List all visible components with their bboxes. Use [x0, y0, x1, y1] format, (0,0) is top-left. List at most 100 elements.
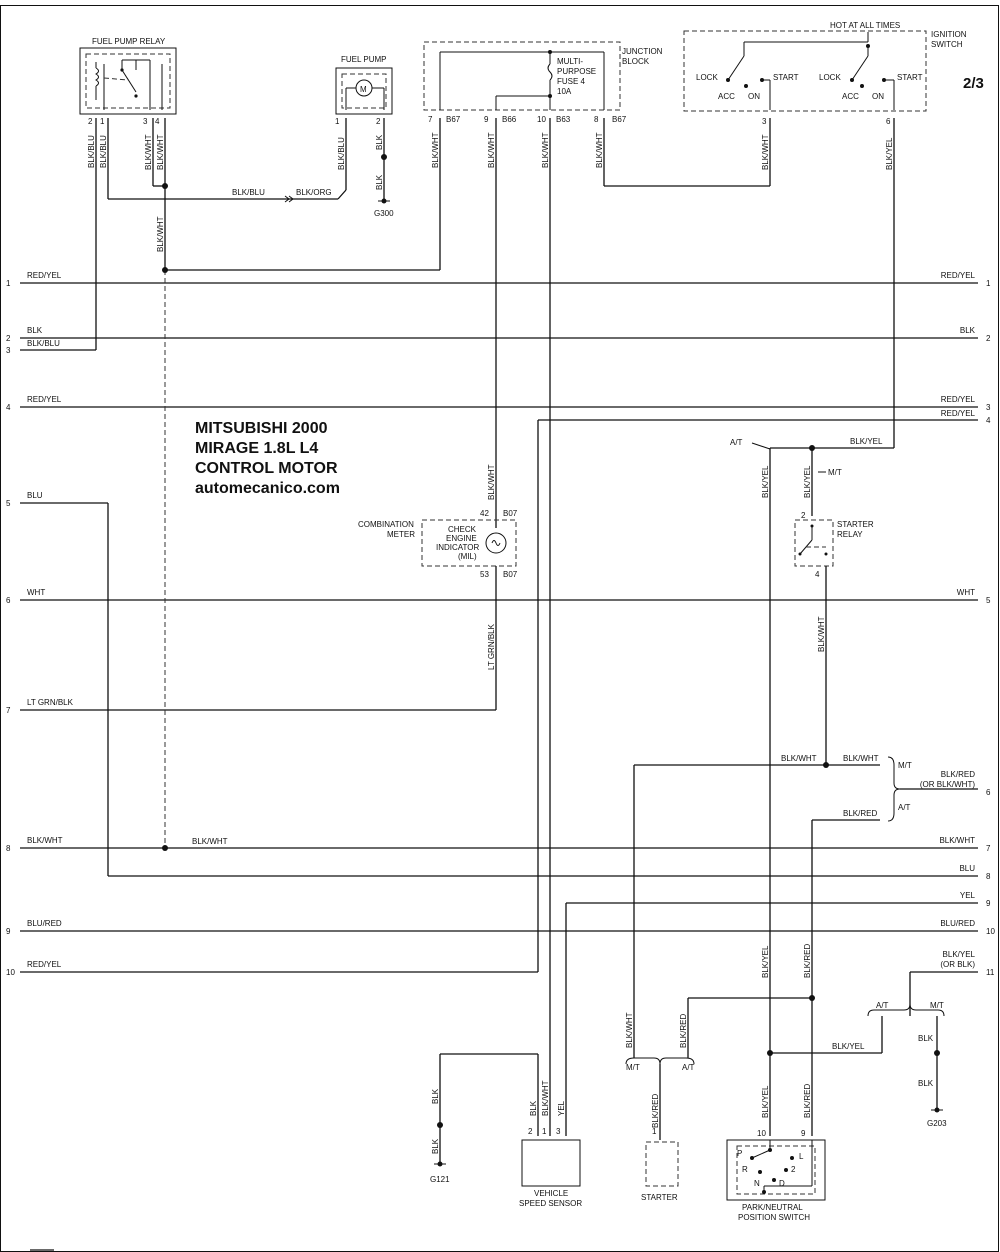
ign-lock: LOCK	[819, 73, 841, 82]
wire-label-blk-yel: BLK/YEL	[832, 1042, 865, 1051]
gear-r: R	[742, 1165, 748, 1174]
left-pin-9: 9	[6, 927, 11, 936]
vss-pin-2: 2	[528, 1127, 533, 1136]
fuse-label-3: FUSE 4	[557, 77, 586, 86]
splice-dot	[162, 845, 168, 851]
left-color-3: BLK/BLU	[27, 339, 60, 348]
left-color-2: BLK	[27, 326, 43, 335]
ign-lock: LOCK	[696, 73, 718, 82]
diagram-frame	[0, 5, 999, 1252]
starter-relay-pin-4: 4	[815, 570, 820, 579]
wire-label-blk: BLK	[431, 1088, 440, 1104]
starter-relay-label-1: STARTER	[837, 520, 874, 529]
wire-label-lt-grn-blk: LT GRN/BLK	[487, 623, 496, 670]
title-line-3: CONTROL MOTOR	[195, 460, 338, 477]
relay-pin-2: 2	[88, 117, 93, 126]
wire-label-blk-wht: BLK/WHT	[843, 754, 879, 763]
wire-label-blk-org: BLK/ORG	[296, 188, 332, 197]
wire-label-blk-yel: BLK/YEL	[761, 1085, 770, 1118]
wire-label-blk-wht: BLK/WHT	[817, 616, 826, 652]
wire-label-blk-wht: BLK/WHT	[192, 837, 228, 846]
fuel-pump-relay-label: FUEL PUMP RELAY	[92, 37, 166, 46]
right-pin-9: 9	[986, 899, 991, 908]
ign-on: ON	[748, 92, 760, 101]
pump-pin-2: 2	[376, 117, 381, 126]
ign-pin-6: 6	[886, 117, 891, 126]
wire-label-blk: BLK	[375, 134, 384, 150]
label-mt: M/T	[930, 1001, 944, 1010]
left-pin-10: 10	[6, 968, 15, 977]
ign-acc: ACC	[842, 92, 859, 101]
right-pin-11: 11	[986, 968, 995, 977]
bracket-mt: M/T	[898, 761, 912, 770]
ign-acc: ACC	[718, 92, 735, 101]
ground-g300: G300	[374, 209, 394, 218]
left-color-9: BLU/RED	[27, 919, 62, 928]
mil-label-3: INDICATOR	[436, 543, 479, 552]
label-at: A/T	[876, 1001, 889, 1010]
label-at: A/T	[682, 1063, 695, 1072]
vss-pin-3: 3	[556, 1127, 561, 1136]
jb-conn-b63: B63	[556, 115, 571, 124]
wire-label-yel: YEL	[557, 1100, 566, 1116]
left-pin-3: 3	[6, 346, 11, 355]
right-pin-6: 6	[986, 788, 991, 797]
left-color-7: LT GRN/BLK	[27, 698, 74, 707]
g203-region: A/T M/T BLK/YEL BLK BLK G203	[767, 971, 978, 1128]
wire-label-blk-wht: BLK/WHT	[144, 134, 153, 170]
wire-label-blk-wht: BLK/WHT	[541, 1080, 550, 1116]
wire-label-blk-blu: BLK/BLU	[87, 135, 96, 168]
starter-label: STARTER	[641, 1193, 678, 1202]
left-color-6: WHT	[27, 588, 45, 597]
splice-dot	[823, 762, 829, 768]
meter-pin-53: 53	[480, 570, 489, 579]
wire-label-blk: BLK	[529, 1100, 538, 1116]
right-pin-3: 3	[986, 403, 991, 412]
junction-label-2: BLOCK	[622, 57, 650, 66]
wire-label-blk-wht: BLK/WHT	[781, 754, 817, 763]
relay-pin-4: 4	[155, 117, 160, 126]
wire-label-blk-blu: BLK/BLU	[99, 135, 108, 168]
label-at: A/T	[730, 438, 743, 447]
right-color-5: WHT	[957, 588, 975, 597]
wire-label-blk-yel: BLK/YEL	[850, 437, 883, 446]
left-color-1: RED/YEL	[27, 271, 62, 280]
relay-wires: BLK/BLU BLK/BLU BLK/WHT BLK/WHT BLK/WHT …	[87, 118, 441, 876]
wire-label-blk-wht: BLK/WHT	[761, 134, 770, 170]
left-color-4: RED/YEL	[27, 395, 62, 404]
fuel-pump-relay: FUEL PUMP RELAY 2 1 3 4	[79, 37, 177, 126]
starter-relay: A/T BLK/YEL BLK/YEL BLK/YEL M/T 2 STARTE…	[730, 437, 883, 1136]
right-pin-8: 8	[986, 872, 991, 881]
label-mt: M/T	[828, 468, 842, 477]
wire-label-blk: BLK	[431, 1138, 440, 1154]
title-line-2: MIRAGE 1.8L L4	[195, 440, 318, 457]
jb-pin-10: 10	[537, 115, 546, 124]
inline-connector	[284, 195, 294, 203]
wire-label-blk-wht: BLK/WHT	[625, 1012, 634, 1048]
right-color-3: RED/YEL	[941, 395, 976, 404]
left-color-5: BLU	[27, 491, 43, 500]
fuse-label-4: 10A	[557, 87, 572, 96]
wire-label-blk-yel: BLK/YEL	[761, 945, 770, 978]
wire-label-blk-blu: BLK/BLU	[232, 188, 265, 197]
mil-label-4: (MIL)	[458, 552, 477, 561]
combination-label-1: COMBINATION	[358, 520, 414, 529]
wire-label-blk-wht: BLK/WHT	[156, 134, 165, 170]
left-pin-1: 1	[6, 279, 11, 288]
title-line-4: automecanico.com	[195, 480, 340, 497]
right-color-4: RED/YEL	[941, 409, 976, 418]
right-color-8: BLU	[959, 864, 975, 873]
meter-pin-42: 42	[480, 509, 489, 518]
wire-label-blk-red: BLK/RED	[651, 1094, 660, 1128]
gear-d: D	[779, 1179, 785, 1188]
left-color-10: RED/YEL	[27, 960, 62, 969]
wire-label-blk-yel: BLK/YEL	[761, 465, 770, 498]
mil-label-2: ENGINE	[446, 534, 477, 543]
ground-g203: G203	[927, 1119, 947, 1128]
gear-n: N	[754, 1179, 760, 1188]
wire-label-blk-blu: BLK/BLU	[337, 137, 346, 170]
park-neutral-switch: BLK/YEL BLK/RED BLK/YEL BLK/RED 10 9 P R…	[726, 944, 826, 1222]
wire-label-blk-red: BLK/RED	[843, 809, 877, 818]
relay-pin-1: 1	[100, 117, 105, 126]
